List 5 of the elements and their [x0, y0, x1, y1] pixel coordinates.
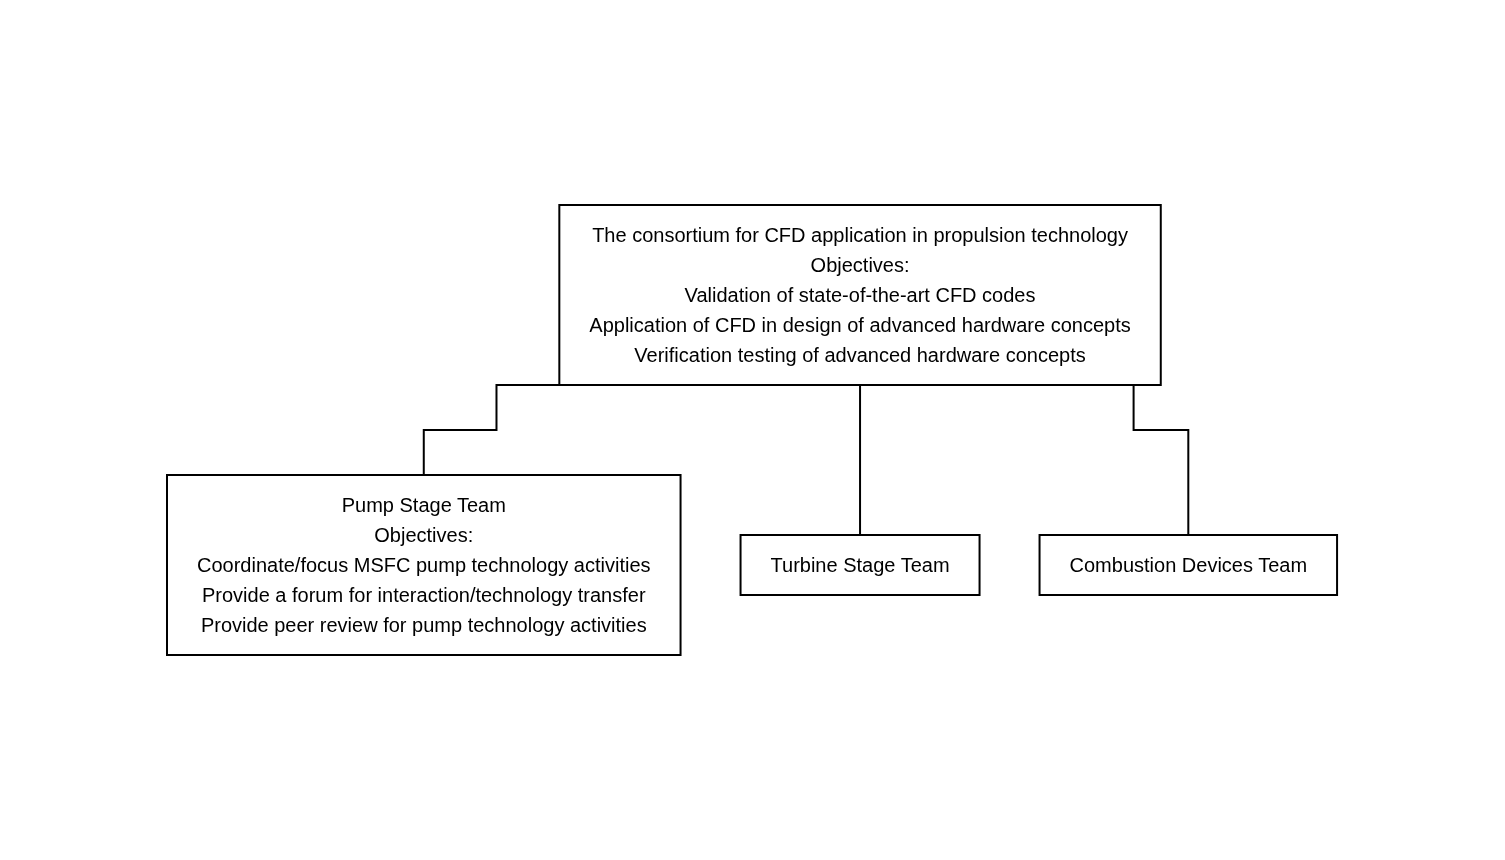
node-box: Pump Stage Team Objectives: Coordinate/focus MSFC pump technology activities Provide a forum for interaction/technology transfer Provide peer review for pump technology activities [166, 474, 682, 656]
node-box: Turbine Stage Team [740, 534, 981, 596]
node-box: The consortium for CFD application in propulsion technology Objectives: Validation of state-of-the-art CFD codes Application of CFD in design of advanced hardware concepts Verification testing of advanced hardware concepts [558, 204, 1163, 386]
node-box: Combustion Devices Team [1039, 534, 1339, 596]
connector [859, 384, 862, 536]
